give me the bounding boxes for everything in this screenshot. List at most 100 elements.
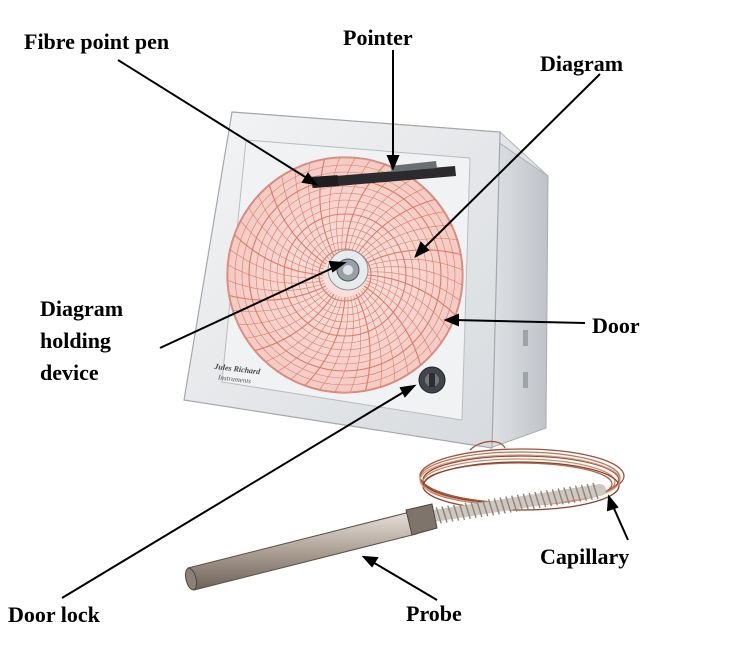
chart-time-arc bbox=[228, 285, 327, 301]
spring-coil bbox=[482, 499, 489, 517]
chart-ring bbox=[290, 220, 400, 330]
spring-coil bbox=[545, 490, 553, 507]
chart-time-arc bbox=[294, 168, 330, 260]
door-lock-knob bbox=[418, 366, 446, 394]
probe-rod bbox=[184, 503, 438, 591]
chart-time-arc bbox=[360, 290, 396, 382]
spring-coil bbox=[551, 489, 559, 506]
spring-coil bbox=[557, 488, 564, 505]
chart-time-arc bbox=[366, 274, 457, 316]
chart-ring bbox=[227, 157, 463, 393]
spring-coil bbox=[493, 498, 500, 515]
spring-coil bbox=[586, 483, 593, 501]
chart-ring bbox=[234, 164, 456, 386]
chart-ring bbox=[269, 199, 421, 351]
chart-time-arc bbox=[355, 293, 371, 392]
chart-time-arc bbox=[336, 157, 356, 254]
spring-coil bbox=[540, 490, 547, 508]
chart-time-arc bbox=[355, 198, 436, 257]
spring-coil bbox=[458, 503, 466, 520]
spring-coil bbox=[580, 484, 588, 502]
chart-time-arc bbox=[248, 207, 324, 270]
chart-time-arc bbox=[232, 288, 328, 312]
chart-time-arc bbox=[362, 288, 409, 375]
chart-time-arc bbox=[363, 285, 422, 366]
chart-time-arc bbox=[257, 195, 325, 267]
chart-time-arc bbox=[363, 249, 462, 265]
spring-coil bbox=[487, 499, 495, 516]
chart-ring bbox=[311, 241, 379, 309]
probe-spring bbox=[402, 482, 606, 528]
chart-time-arc bbox=[334, 296, 354, 393]
chart-time-arc bbox=[281, 175, 328, 262]
leader-lines bbox=[61, 50, 629, 601]
chart-time-arc bbox=[240, 220, 324, 273]
pen-arm bbox=[311, 161, 456, 188]
spring-coil bbox=[569, 486, 576, 503]
chart-time-arc bbox=[254, 293, 335, 352]
chart-time-arc bbox=[227, 279, 325, 292]
spring-coil bbox=[528, 492, 535, 510]
spring-coil bbox=[563, 487, 570, 504]
label-line: device bbox=[40, 360, 99, 385]
hinge bbox=[523, 372, 528, 388]
chart-ring bbox=[297, 227, 393, 323]
label-probe: Probe bbox=[406, 601, 462, 626]
spring-coil bbox=[522, 493, 529, 511]
spring-coil bbox=[516, 494, 524, 511]
chart-time-arc bbox=[366, 271, 461, 301]
spring-coil bbox=[476, 500, 483, 518]
spring-coil bbox=[452, 504, 460, 521]
chart-time-arc bbox=[227, 264, 324, 284]
spring-coil bbox=[464, 502, 471, 520]
chart-time-arc bbox=[290, 296, 343, 380]
chart-time-arc bbox=[358, 211, 445, 258]
label-diagram-holding-device: Diagram holding device bbox=[40, 293, 123, 389]
chart-time-arc bbox=[319, 296, 349, 391]
spring-coil bbox=[499, 497, 506, 514]
chart-time-arc bbox=[268, 184, 327, 265]
spring-coil bbox=[574, 485, 582, 502]
chart-time-arc bbox=[365, 283, 433, 355]
chart-time-arc bbox=[304, 296, 346, 387]
spring-coil bbox=[511, 495, 518, 512]
chart-time-arc bbox=[366, 266, 463, 286]
label-capillary: Capillary bbox=[540, 544, 630, 569]
spring-coil bbox=[447, 505, 454, 522]
chart-time-arc bbox=[360, 224, 452, 260]
chart-time-arc bbox=[277, 296, 340, 372]
spring-coil bbox=[441, 506, 448, 523]
chart-ring bbox=[276, 206, 414, 344]
chart-time-arc bbox=[358, 292, 382, 388]
chart-time-arc bbox=[366, 280, 442, 343]
chart-ring bbox=[255, 185, 435, 365]
chart-time-arc bbox=[349, 295, 362, 393]
label-line: holding bbox=[40, 328, 111, 353]
chart-time-arc bbox=[328, 157, 341, 255]
label-door-lock: Door lock bbox=[8, 602, 100, 627]
chart-ring bbox=[304, 234, 386, 316]
spring-coil bbox=[592, 482, 599, 500]
spring-coil bbox=[505, 496, 512, 513]
spring-coil bbox=[435, 507, 442, 524]
label-pointer: Pointer bbox=[343, 25, 413, 50]
spring-coil bbox=[470, 501, 477, 519]
label-door: Door bbox=[592, 313, 640, 338]
chart-ring bbox=[262, 192, 428, 358]
chart-time-arc bbox=[350, 178, 413, 254]
hinge bbox=[523, 330, 528, 346]
chart-time-arc bbox=[233, 234, 324, 276]
spring-coil bbox=[534, 491, 541, 509]
chart-time-arc bbox=[365, 258, 463, 271]
chart-time-arc bbox=[238, 290, 330, 326]
chart-ring bbox=[241, 171, 449, 379]
chart-time-arc bbox=[319, 158, 335, 257]
diagram-holding-device bbox=[327, 249, 369, 291]
chart-time-arc bbox=[341, 159, 371, 254]
chart-time-arc bbox=[353, 187, 425, 255]
chart-time-arc bbox=[265, 295, 337, 363]
label-line: Diagram bbox=[40, 296, 124, 321]
chart-time-arc bbox=[245, 292, 332, 339]
